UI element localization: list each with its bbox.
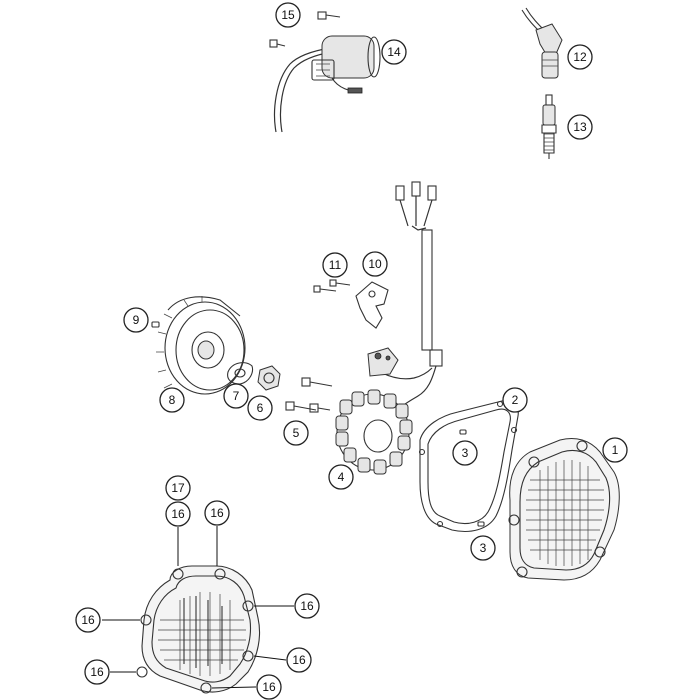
callout-7-label: 7 [233,389,240,403]
callout-16-bottom: 16 [256,674,282,700]
callout-16-left-lower-label: 16 [90,665,104,679]
flywheel [156,296,246,401]
callout-9-label: 9 [133,313,140,327]
flywheel-nut [257,365,281,391]
bracket-screws [313,279,351,293]
wiring-harness [367,181,443,415]
callout-6: 6 [247,395,273,421]
leader-lines [102,526,294,689]
callout-16-right-lower: 16 [286,647,312,673]
callout-4-label: 4 [338,470,345,484]
callout-16-upper-left: 16 [165,501,191,527]
protection-cover [136,565,261,694]
callout-1: 1 [602,437,628,463]
callout-16-upper-right-label: 16 [210,506,224,520]
coil-bolt-top [317,11,341,20]
sensor-bracket [355,281,389,329]
stator-bolts [285,377,333,413]
callout-13-label: 13 [573,120,587,134]
washer [227,362,254,385]
callout-2-label: 2 [512,393,519,407]
callout-1-label: 1 [612,443,619,457]
callout-8: 8 [159,387,185,413]
callout-3-top-label: 3 [462,446,469,460]
callout-16-left-upper: 16 [75,607,101,633]
callout-9: 9 [123,307,149,333]
callout-15: 15 [275,2,301,28]
callout-3-bottom: 3 [470,535,496,561]
callout-3-bottom-label: 3 [480,541,487,555]
callout-11-label: 11 [329,258,342,272]
cover-gasket [418,400,519,533]
callout-3-top: 3 [452,440,478,466]
ignition-coil [273,35,381,133]
callout-16-upper-right: 16 [204,500,230,526]
stator [335,389,413,475]
callout-12: 12 [567,44,593,70]
callout-10-label: 10 [368,257,382,271]
spark-plug [541,94,557,159]
coil-bolt-left [269,39,286,48]
callout-14-label: 14 [387,45,401,59]
callout-5-label: 5 [293,426,300,440]
callout-8-label: 8 [169,393,176,407]
callout-14: 14 [381,39,407,65]
dowel-pins [459,429,485,527]
callout-15-label: 15 [281,8,295,22]
ignition-cover [508,438,620,581]
callout-17-label: 17 [171,481,185,495]
callout-17: 17 [165,475,191,501]
woodruff-key [151,321,160,328]
callout-7: 7 [223,383,249,409]
callout-16-right-lower-label: 16 [292,653,306,667]
callout-4: 4 [328,464,354,490]
callout-5: 5 [283,420,309,446]
callout-16-left-lower: 16 [84,659,110,685]
callout-16-upper-left-label: 16 [171,507,185,521]
callout-12-label: 12 [573,50,587,64]
callout-16-left-upper-label: 16 [81,613,95,627]
spark-plug-cap [521,7,563,79]
callout-16-right-upper: 16 [294,593,320,619]
callout-6-label: 6 [257,401,264,415]
callout-13: 13 [567,114,593,140]
callout-16-right-upper-label: 16 [300,599,314,613]
callout-2: 2 [502,387,528,413]
callout-10: 10 [362,251,388,277]
callout-16-bottom-label: 16 [262,680,276,694]
callout-11: 11 [322,252,348,278]
